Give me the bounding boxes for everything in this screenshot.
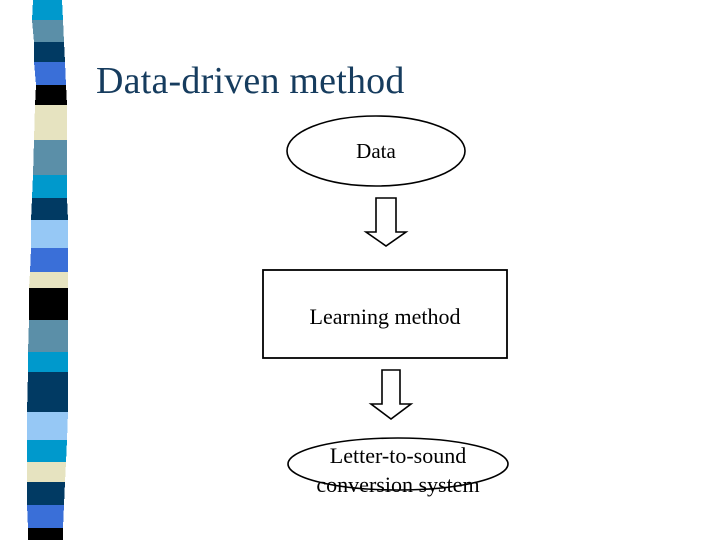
flow-node-label-learning-method: Learning method xyxy=(309,304,461,329)
flow-arrow-learning-to-letter-to-sound xyxy=(368,369,414,420)
flow-node-letter-to-sound-ellipse[interactable] xyxy=(287,437,509,491)
flow-node-data-ellipse[interactable] xyxy=(286,115,466,187)
flow-node-label-line-2: conversion system xyxy=(316,472,480,497)
flow-node-label-line-1: Letter-to-sound xyxy=(329,443,467,468)
flow-node-label-data: Data xyxy=(356,139,396,163)
flow-node-learning-method-rect[interactable] xyxy=(262,269,508,359)
flow-arrow-data-to-learning xyxy=(363,197,409,247)
page-title: Data-driven method xyxy=(96,60,405,102)
flow-node-label-letter-to-sound: Letter-to-sound conversion system xyxy=(268,441,528,499)
